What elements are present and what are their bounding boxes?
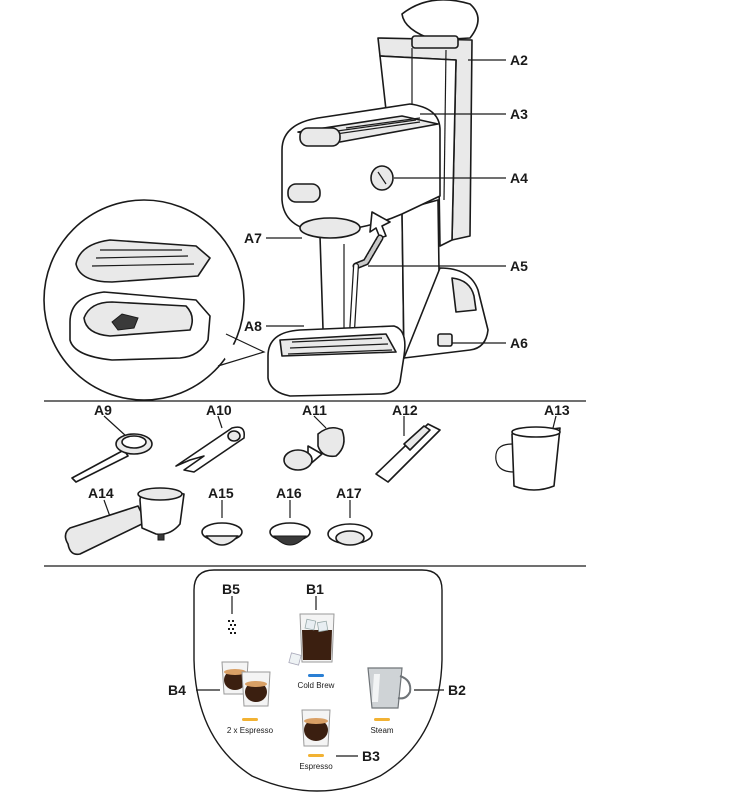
water-tank (377, 0, 479, 247)
machine-body (319, 199, 441, 361)
cold-brew-indicator (308, 674, 324, 677)
drip-tray-detail-callout (43, 199, 266, 401)
label-a12: A12 (392, 402, 418, 418)
double-espresso-button[interactable] (221, 661, 271, 721)
label-a16: A16 (276, 485, 302, 501)
steam-button[interactable] (367, 667, 412, 721)
label-a10: A10 (206, 402, 232, 418)
steam-knob (370, 165, 394, 191)
label-a2: A2 (510, 52, 528, 68)
double-espresso-caption: 2 x Espresso (227, 726, 274, 735)
blind-filter (327, 500, 373, 546)
label-a5: A5 (510, 258, 528, 274)
espresso-indicator (308, 754, 324, 757)
accessories (64, 415, 561, 556)
power-switch (437, 333, 453, 347)
label-a14: A14 (88, 485, 114, 501)
drip-tray-grill (287, 337, 393, 355)
steam-wand (349, 234, 384, 335)
measuring-spoon (71, 415, 153, 483)
label-a4: A4 (510, 170, 528, 186)
callout-lines (266, 59, 506, 344)
label-a17: A17 (336, 485, 362, 501)
label-b5: B5 (222, 581, 240, 597)
label-a11: A11 (302, 402, 327, 418)
label-a3: A3 (510, 106, 528, 122)
espresso-machine (267, 0, 489, 397)
label-a13: A13 (544, 402, 570, 418)
espresso-caption: Espresso (299, 762, 333, 771)
machine-head (281, 103, 441, 239)
double-filter (269, 500, 311, 546)
single-filter (201, 500, 243, 546)
label-a9: A9 (94, 402, 112, 418)
machine-base (403, 267, 489, 359)
label-b1: B1 (306, 581, 324, 597)
drip-tray (267, 325, 406, 397)
espresso-button[interactable] (301, 709, 331, 757)
label-a7: A7 (244, 230, 262, 246)
brand-logo (287, 183, 321, 203)
label-b4: B4 (168, 682, 186, 698)
double-espresso-indicator (242, 718, 258, 721)
water-hardness-strip (375, 416, 441, 483)
label-a8: A8 (244, 318, 262, 334)
coffee-tamper (283, 415, 345, 471)
label-b3: B3 (362, 748, 380, 764)
label-a6: A6 (510, 335, 528, 351)
steam-caption: Steam (370, 726, 393, 735)
cold-brew-button[interactable] (288, 613, 335, 677)
milk-jug (495, 415, 561, 491)
control-panel-outline (193, 569, 443, 792)
steam-indicator (374, 718, 390, 721)
detail-grill-slots (91, 249, 195, 267)
portafilter (64, 487, 185, 556)
descale-icon (228, 620, 236, 634)
tamper-tool (175, 415, 246, 473)
cold-brew-caption: Cold Brew (298, 681, 335, 690)
label-a15: A15 (208, 485, 234, 501)
label-b2: B2 (448, 682, 466, 698)
